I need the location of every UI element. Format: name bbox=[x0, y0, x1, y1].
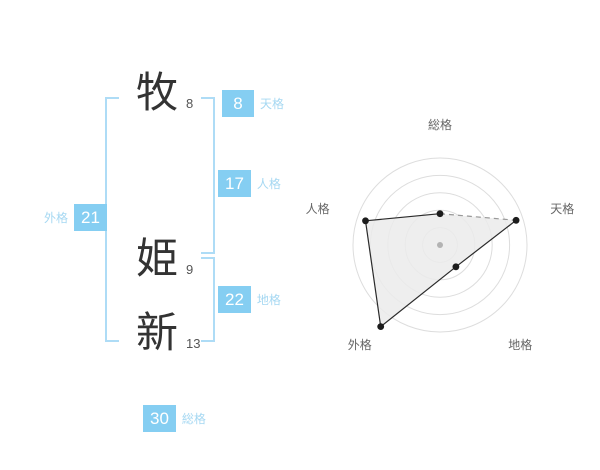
radar-axis-label: 地格 bbox=[508, 337, 532, 352]
radar-grid-ring bbox=[352, 157, 528, 333]
radar-axis-label: 総格 bbox=[428, 117, 452, 132]
radar-edge bbox=[364, 220, 382, 327]
radar-axis-label: 外格 bbox=[348, 337, 372, 352]
radar-edge bbox=[380, 266, 457, 328]
radar-data-dot bbox=[512, 216, 520, 224]
name-char-2: 姫 9 bbox=[136, 238, 193, 280]
name-char-3: 新 13 bbox=[136, 312, 200, 354]
soukaku-badge: 30 総格 bbox=[143, 405, 206, 432]
name-char-1-glyph: 牧 bbox=[136, 69, 179, 116]
jinkaku-bracket bbox=[201, 97, 215, 254]
radar-data-dot bbox=[362, 217, 369, 225]
radar-edge bbox=[455, 219, 517, 268]
name-char-3-glyph: 新 bbox=[136, 309, 179, 356]
soukaku-value: 30 bbox=[143, 405, 176, 432]
tenkaku-label: 天格 bbox=[260, 97, 285, 111]
gaikaku-label: 外格 bbox=[44, 211, 69, 225]
chikaku-bracket bbox=[201, 257, 215, 342]
radar-data-dot bbox=[452, 263, 460, 271]
gaikaku-value: 21 bbox=[74, 204, 107, 231]
fortune-radar-chart: 総格天格地格 外格 人格 bbox=[295, 100, 595, 390]
gaikaku-badge: 外格 21 bbox=[44, 204, 107, 231]
soukaku-label: 総格 bbox=[181, 412, 206, 426]
radar-edge bbox=[365, 213, 441, 222]
chikaku-value: 22 bbox=[218, 286, 251, 313]
radar-polygon bbox=[365, 213, 517, 327]
name-char-1: 牧 8 bbox=[136, 72, 193, 114]
chikaku-label: 地格 bbox=[256, 293, 281, 307]
jinkaku-label: 人格 bbox=[256, 177, 281, 191]
radar-axis-label: 天格 bbox=[550, 201, 574, 216]
radar-center-dot bbox=[437, 242, 443, 248]
radar-data-dot bbox=[377, 323, 385, 330]
chikaku-badge: 22 地格 bbox=[218, 286, 281, 313]
jinkaku-value: 17 bbox=[218, 170, 251, 197]
gaikaku-bracket bbox=[105, 97, 119, 342]
jinkaku-badge: 17 人格 bbox=[218, 170, 281, 197]
radar-axis-label: 人格 bbox=[306, 201, 330, 216]
radar-edge bbox=[439, 213, 517, 221]
name-char-2-strokes: 9 bbox=[186, 262, 194, 277]
tenkaku-badge: 8 天格 bbox=[222, 90, 284, 117]
radar-data-dot bbox=[436, 210, 444, 218]
tenkaku-value: 8 bbox=[222, 90, 254, 117]
name-char-2-glyph: 姫 bbox=[136, 235, 179, 282]
name-char-1-strokes: 8 bbox=[186, 96, 194, 111]
name-char-3-strokes: 13 bbox=[186, 336, 201, 351]
